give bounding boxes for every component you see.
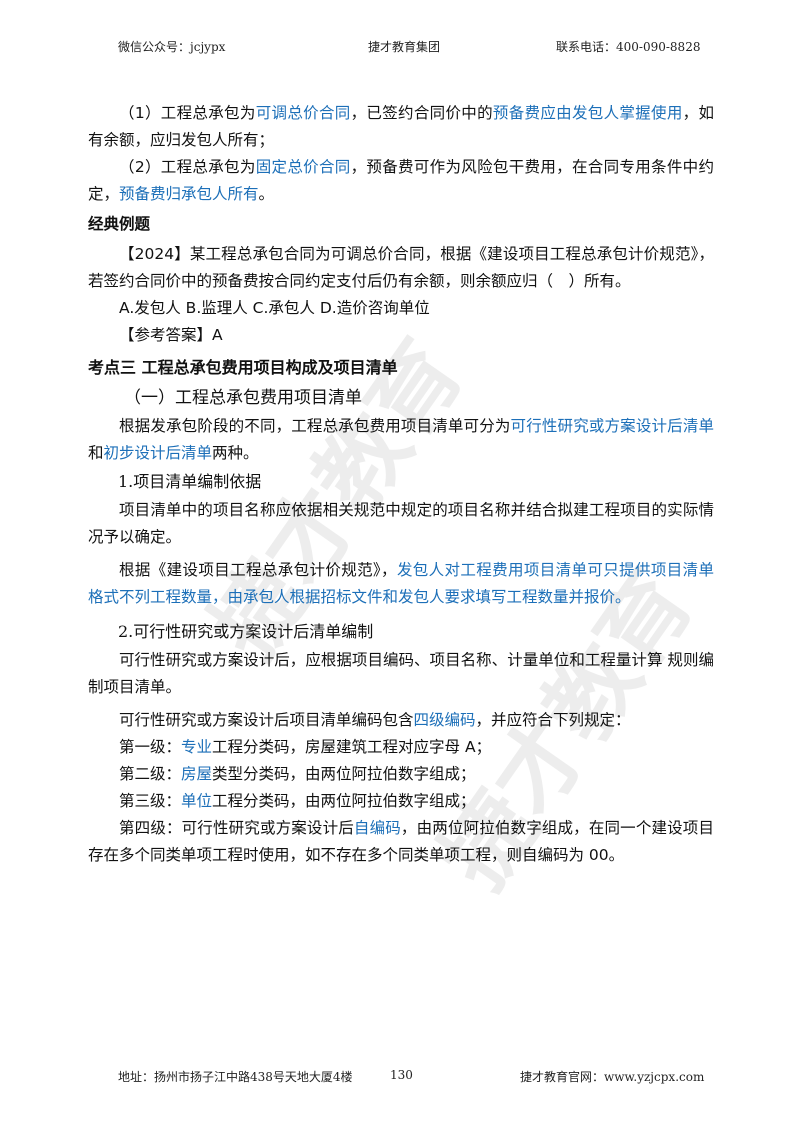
paragraph: 可行性研究或方案设计后项目清单编码包含四级编码，并应符合下列规定：	[119, 711, 631, 729]
paragraph: 根据《建设项目工程总承包计价规范》，发包人对工程费用项目清单可只提供项目清单格式…	[88, 561, 714, 606]
section-heading: 考点三 工程总承包费用项目构成及项目清单	[88, 358, 398, 377]
document-body: （1）工程总承包为可调总价合同，已签约合同价中的预备费应由发包人掌握使用，如有余…	[88, 100, 714, 869]
paragraph: 根据发承包阶段的不同，工程总承包费用项目清单可分为可行性研究或方案设计后清单和初…	[88, 417, 714, 462]
page-header: 微信公众号：jcjypx 捷才教育集团 联系电话：400-090-8828	[0, 38, 800, 58]
numbered-heading: 2.可行性研究或方案设计后清单编制	[118, 622, 374, 641]
code-level-item: 第三级：单位工程分类码，由两位阿拉伯数字组成；	[119, 792, 476, 810]
example-heading: 经典例题	[88, 215, 151, 233]
code-level-item: 第一级：专业工程分类码，房屋建筑工程对应字母 A；	[119, 738, 492, 756]
paragraph: 项目清单中的项目名称应依据相关规范中规定的项目名称并结合拟建工程项目的实际情况予…	[88, 501, 714, 546]
highlight-text: 预备费应由发包人掌握使用	[492, 104, 683, 122]
highlight-text: 房屋	[181, 765, 213, 783]
footer-address: 地址：扬州市扬子江中路438号天地大厦4楼	[118, 1070, 353, 1084]
highlight-text: 预备费归承包人所有	[119, 185, 259, 203]
contact-phone: 联系电话：400-090-8828	[556, 40, 701, 54]
footer-website: 捷才教育官网：www.yzjcpx.com	[520, 1070, 705, 1084]
subsection-heading: （一）工程总承包费用项目清单	[124, 388, 362, 408]
paragraph: （1）工程总承包为可调总价合同，已签约合同价中的预备费应由发包人掌握使用，如有余…	[88, 104, 714, 149]
highlight-text: 专业	[181, 738, 213, 756]
code-level-item: 第四级：可行性研究或方案设计后自编码，由两位阿拉伯数字组成，在同一个建设项目存在…	[88, 819, 714, 864]
code-level-item: 第二级：房屋类型分类码，由两位阿拉伯数字组成；	[119, 765, 476, 783]
page-footer: 地址：扬州市扬子江中路438号天地大厦4楼 130 捷才教育官网：www.yzj…	[0, 1068, 800, 1088]
company-name: 捷才教育集团	[368, 40, 441, 54]
highlight-text: 可行性研究或方案设计后清单	[510, 417, 714, 435]
page-number: 130	[390, 1068, 413, 1082]
highlight-text: 四级编码	[413, 711, 476, 729]
paragraph: （2）工程总承包为固定总价合同，预备费可作为风险包干费用，在合同专用条件中约定，…	[88, 158, 714, 203]
question-text: 【2024】某工程总承包合同为可调总价合同，根据《建设项目工程总承包计价规范》，…	[88, 245, 714, 290]
highlight-text: 发包人对工程费用项目清单可只提供项目清单格式不列工程数量，由承包人根据招标文件和…	[88, 561, 714, 606]
highlight-text: 自编码	[353, 819, 401, 837]
highlight-text: 初步设计后清单	[103, 444, 213, 462]
numbered-heading: 1.项目清单编制依据	[118, 472, 262, 491]
highlight-text: 固定总价合同	[255, 158, 351, 176]
paragraph: 可行性研究或方案设计后，应根据项目编码、项目名称、计量单位和工程量计算 规则编制…	[88, 651, 714, 696]
question-options: A.发包人 B.监理人 C.承包人 D.造价咨询单位	[119, 299, 430, 317]
reference-answer: 【参考答案】A	[119, 326, 223, 344]
highlight-text: 可调总价合同	[255, 104, 351, 122]
highlight-text: 单位	[181, 792, 213, 810]
wechat-account: 微信公众号：jcjypx	[118, 40, 226, 54]
